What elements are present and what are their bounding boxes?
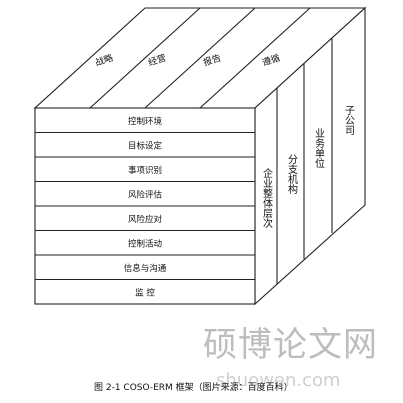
front-row-information-communication: 信息与沟通: [124, 263, 167, 274]
side-label-division: 分支机构: [286, 154, 298, 195]
side-label-division-group: 分支机构: [286, 154, 298, 195]
side-label-subsidiary-group: 子公司: [343, 105, 355, 135]
front-row-control-environment: 控制环境: [128, 116, 163, 127]
side-label-entity-level: 企业整体层次: [261, 167, 273, 229]
front-row-objective-setting: 目标设定: [128, 141, 163, 152]
front-row-control-activities: 控制活动: [128, 239, 163, 250]
watermark-main-text: 硕博论文网: [203, 325, 378, 365]
side-label-business-unit: 业务单位: [313, 128, 325, 168]
side-label-subsidiary: 子公司: [343, 105, 355, 135]
front-row-event-identification: 事项识别: [128, 165, 162, 176]
front-row-monitoring: 监 控: [135, 288, 155, 299]
front-row-risk-assessment: 风险评估: [128, 190, 163, 201]
watermark-sub-text: shuowen.com: [216, 370, 341, 391]
top-divider-1: [89, 7, 201, 109]
figure-caption: 图 2-1 COSO-ERM 框架（图片来源：百度百科）: [94, 381, 293, 393]
side-label-entity-level-group: 企业整体层次: [261, 167, 273, 229]
top-divider-2: [144, 7, 256, 109]
side-label-business-unit-group: 业务单位: [313, 128, 325, 168]
front-row-risk-response: 风险应对: [128, 214, 163, 225]
top-divider-3: [199, 7, 311, 109]
